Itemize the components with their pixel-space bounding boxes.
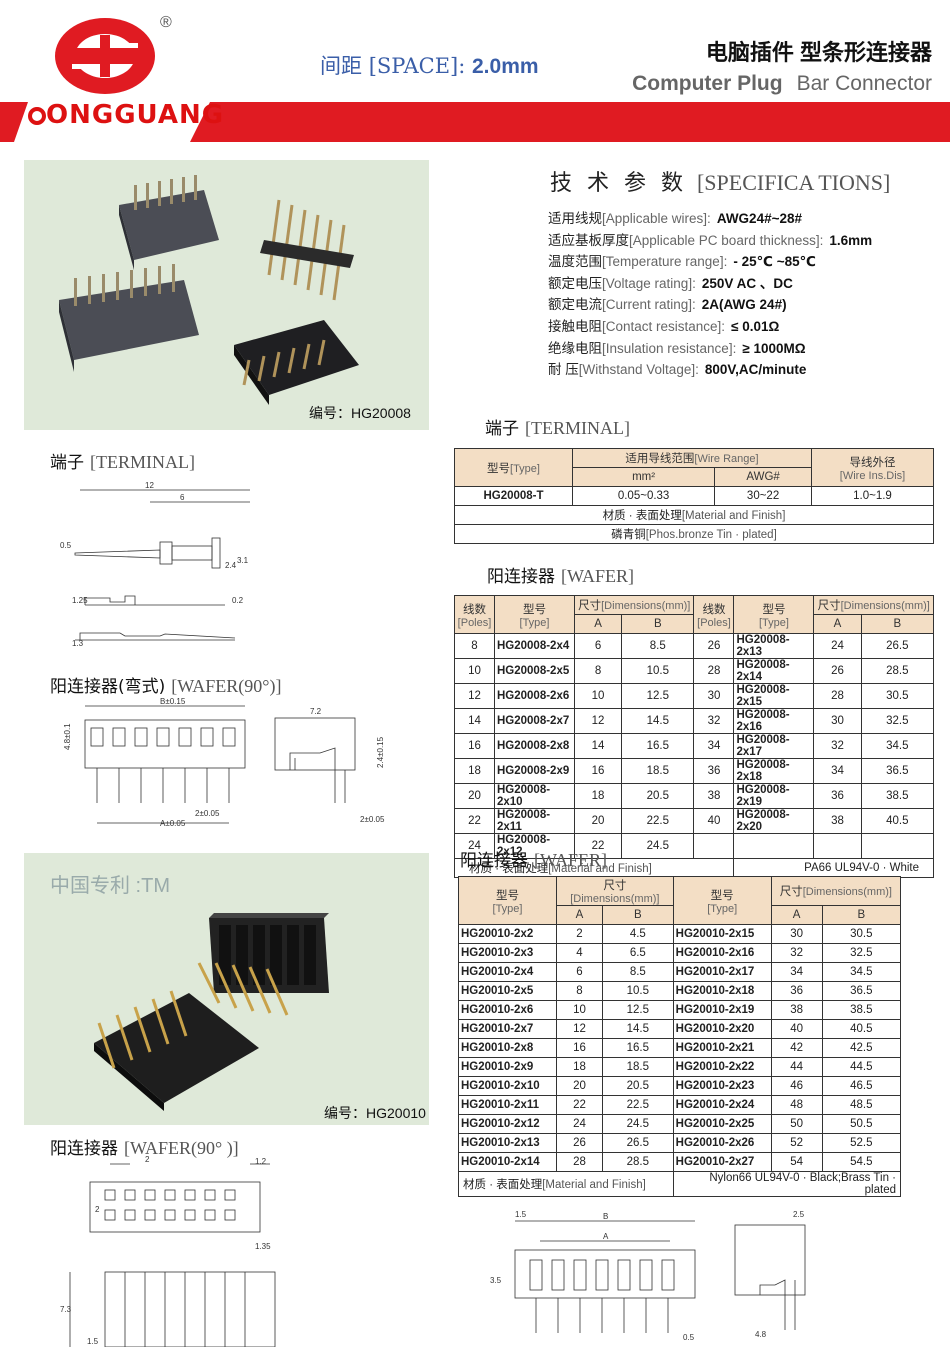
svg-text:0.5: 0.5 <box>683 1333 695 1342</box>
part-code-hg20008: 编号：HG20008 <box>309 405 411 421</box>
registered-mark: ® <box>160 14 172 31</box>
brand-logo <box>55 18 155 94</box>
spec-item: 耐 压[Withstand Voltage]:800V,AC/minute <box>548 362 807 378</box>
connector-illustration <box>59 175 359 405</box>
connector-illustration <box>94 913 329 1111</box>
table-row: 材质 · 表面处理[Material and Finish] <box>454 505 934 525</box>
th-wire-range: 适用导线范围[Wire Range] <box>572 448 812 468</box>
wafer-table-hg20008: 线数[Poles] 型号[Type] 尺寸[Dimensions(mm)] 线数… <box>453 595 935 878</box>
wafer-table-hg20010: 型号[Type] 尺寸[Dimensions(mm)] 型号[Type] 尺寸[… <box>458 876 902 1197</box>
svg-text:1.2: 1.2 <box>255 1157 267 1166</box>
svg-text:B: B <box>603 1212 608 1221</box>
th-awg: AWG# <box>714 467 812 487</box>
terminal-heading-right: 端子[TERMINAL] <box>485 418 630 439</box>
svg-text:7.3: 7.3 <box>60 1305 72 1314</box>
svg-text:2.4: 2.4 <box>225 561 237 570</box>
wafer90b-heading: 阳连接器[WAFER(90° )] <box>50 1138 239 1159</box>
svg-text:2: 2 <box>95 1205 100 1214</box>
svg-text:1.5: 1.5 <box>87 1337 99 1346</box>
svg-text:B±0.15: B±0.15 <box>160 698 186 706</box>
product-title-cn: 电脑插件 型条形连接器 <box>705 40 932 65</box>
wafer-heading-1: 阳连接器[WAFER] <box>487 566 634 587</box>
spec-item: 额定电压[Voltage rating]:250V AC 、DC <box>548 275 793 291</box>
table-row: HG20008-T 0.05~0.33 30~22 1.0~1.9 <box>454 486 934 506</box>
pitch-label: 间距 [SPACE]: 2.0mm <box>320 54 539 78</box>
spec-item: 适应基板厚度[Applicable PC board thickness]:1.… <box>548 232 873 248</box>
svg-text:7.2: 7.2 <box>310 707 322 716</box>
table-row: 材质 · 表面处理[Material and Finish] Nylon66 U… <box>458 1171 902 1197</box>
red-banner <box>0 102 950 142</box>
svg-text:1.25: 1.25 <box>72 596 88 605</box>
svg-text:A±0.05: A±0.05 <box>160 819 186 828</box>
wafer-bottom-drawing: 1.5 B A 3.5 0.5 2.5 4.8 <box>490 1210 806 1342</box>
svg-text:0.2: 0.2 <box>232 596 244 605</box>
wafer90b-drawing: 2 1.2 2 1.35 7.3 1.5 <box>60 1155 276 1347</box>
terminal-heading-left: 端子[TERMINAL] <box>50 452 195 473</box>
svg-text:1.5: 1.5 <box>515 1210 527 1219</box>
th-type: 型号[Type] <box>454 448 573 487</box>
svg-text:4.8: 4.8 <box>755 1330 767 1339</box>
part-code-hg20010: 编号：HG20010 <box>324 1105 426 1121</box>
svg-text:A: A <box>603 1232 609 1241</box>
svg-text:1.3: 1.3 <box>72 639 84 648</box>
svg-text:0.5: 0.5 <box>60 541 72 550</box>
th-mm: mm² <box>571 467 716 487</box>
svg-text:2.5: 2.5 <box>793 1210 805 1219</box>
svg-text:3.5: 3.5 <box>490 1276 502 1285</box>
patent-label: 中国专利 :TM <box>50 875 170 897</box>
terminal-table: 型号[Type] 适用导线范围[Wire Range] 导线外径[Wire In… <box>454 448 934 544</box>
spec-item: 适用线规[Applicable wires]:AWG24#~28# <box>548 211 802 226</box>
table-row: 磷青铜[Phos.bronze Tin · plated] <box>454 524 934 544</box>
terminal-drawing: 12 6 0.5 2.4 3.1 1.25 0.2 1.3 <box>60 481 250 648</box>
svg-text:2: 2 <box>145 1155 150 1164</box>
svg-text:3.1: 3.1 <box>237 556 249 565</box>
spec-item: 接触电阻[Contact resistance]:≤ 0.01Ω <box>548 318 780 334</box>
brand-name: ONGGUANG <box>28 100 224 130</box>
wafer90-drawing: B±0.15 4.8±0.1 2±0.05 A±0.05 7.2 2.4±0.1… <box>63 698 385 828</box>
specs-title: 技 术 参 数[SPECIFICA TIONS] <box>550 170 891 196</box>
wafer90-heading: 阳连接器(弯式)[WAFER(90°)] <box>50 676 282 697</box>
product-photo-hg20010: 中国专利 :TM 编号：HG20010 <box>24 853 429 1125</box>
spec-item: 温度范围[Temperature range]:- 25℃ ~85℃ <box>548 254 816 270</box>
svg-text:2.4±0.15: 2.4±0.15 <box>376 736 385 768</box>
th-wire-dia: 导线外径[Wire Ins.Dis] <box>811 448 934 487</box>
svg-text:1.35: 1.35 <box>255 1242 271 1251</box>
product-photo-hg20008: 编号：HG20008 <box>24 160 429 430</box>
svg-text:6: 6 <box>180 493 185 502</box>
wafer-heading-2: 阳连接器[WAFER] <box>460 850 607 871</box>
svg-text:4.8±0.1: 4.8±0.1 <box>63 723 72 750</box>
spec-item: 额定电流[Current rating]:2A(AWG 24#) <box>548 297 787 313</box>
svg-text:12: 12 <box>145 481 154 490</box>
spec-item: 绝缘电阻[Insulation resistance]:≥ 1000MΩ <box>548 340 806 356</box>
svg-text:2±0.05: 2±0.05 <box>195 809 220 818</box>
svg-text:2±0.05: 2±0.05 <box>360 815 385 824</box>
specs-list: 适用线规[Applicable wires]:AWG24#~28# 适应基板厚度… <box>548 208 872 381</box>
